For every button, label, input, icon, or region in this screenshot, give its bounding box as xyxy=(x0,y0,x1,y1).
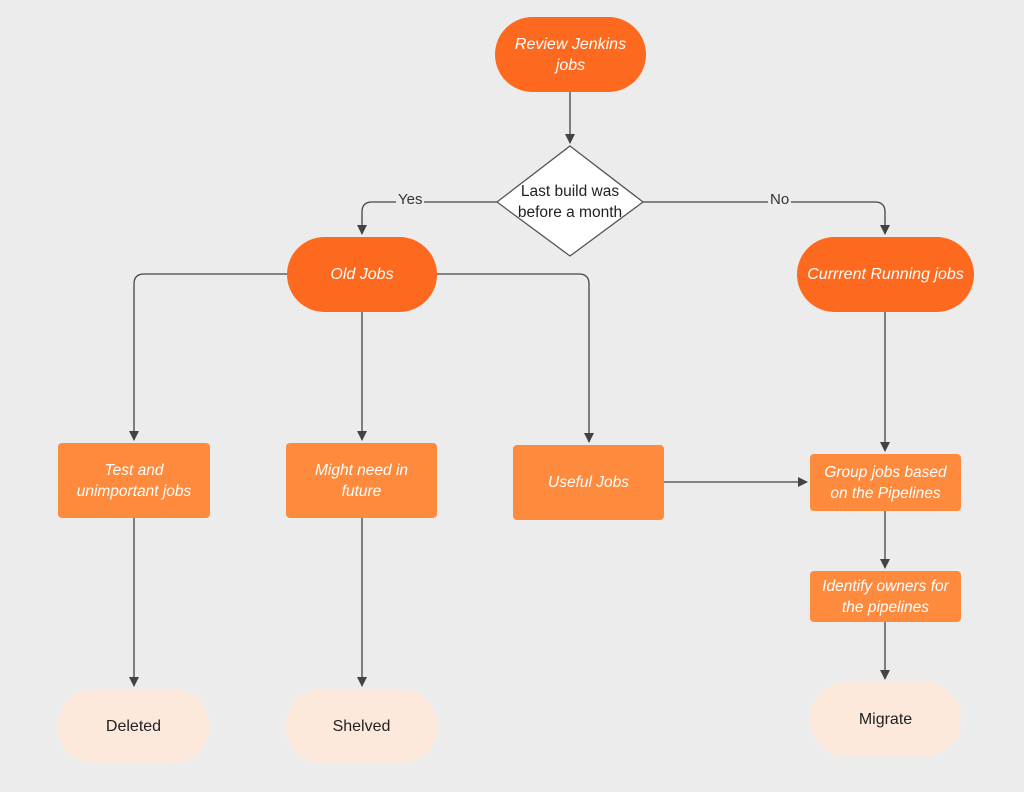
edge-old-to-test-jobs xyxy=(129,273,287,441)
edge-label-no: No xyxy=(768,191,792,209)
deleted-node: Deleted xyxy=(58,689,209,763)
edge-label-yes: Yes xyxy=(396,191,425,209)
migrate-label: Migrate xyxy=(858,710,913,728)
edge-decision-to-old-jobs xyxy=(357,201,497,235)
review-jenkins-jobs-node: Review Jenkins jobs xyxy=(495,17,646,92)
edge-decision-to-current-jobs xyxy=(643,201,890,235)
identify-owners-node: Identify owners for the pipelines xyxy=(810,571,961,622)
review-jenkins-jobs-label: Review Jenkins jobs xyxy=(514,35,627,74)
useful-jobs-node: Useful Jobs xyxy=(513,445,664,520)
old-jobs-label: Old Jobs xyxy=(330,266,394,283)
decision-label-box: Last build was before a month xyxy=(505,177,635,227)
decision-diamond xyxy=(495,145,645,257)
edge-old-to-useful-jobs xyxy=(437,273,594,443)
old-jobs-node: Old Jobs xyxy=(287,237,437,312)
might-need-future-label: Might need in future xyxy=(314,461,409,500)
might-need-future-node: Might need in future xyxy=(286,443,437,518)
migrate-node: Migrate xyxy=(810,682,961,756)
useful-jobs-label: Useful Jobs xyxy=(548,474,629,491)
current-running-jobs-node: Currrent Running jobs xyxy=(797,237,974,312)
decision-label: Last build was before a month xyxy=(517,183,623,221)
group-jobs-node: Group jobs based on the Pipelines xyxy=(810,454,961,511)
test-unimportant-jobs-node: Test and unimportant jobs xyxy=(58,443,210,518)
current-running-jobs-label: Currrent Running jobs xyxy=(807,266,964,283)
shelved-label: Shelved xyxy=(332,717,391,735)
identify-owners-label: Identify owners for the pipelines xyxy=(822,577,949,616)
deleted-label: Deleted xyxy=(105,717,162,735)
shelved-node: Shelved xyxy=(286,689,437,763)
test-unimportant-jobs-label: Test and unimportant jobs xyxy=(76,461,192,500)
group-jobs-label: Group jobs based on the Pipelines xyxy=(824,463,947,502)
